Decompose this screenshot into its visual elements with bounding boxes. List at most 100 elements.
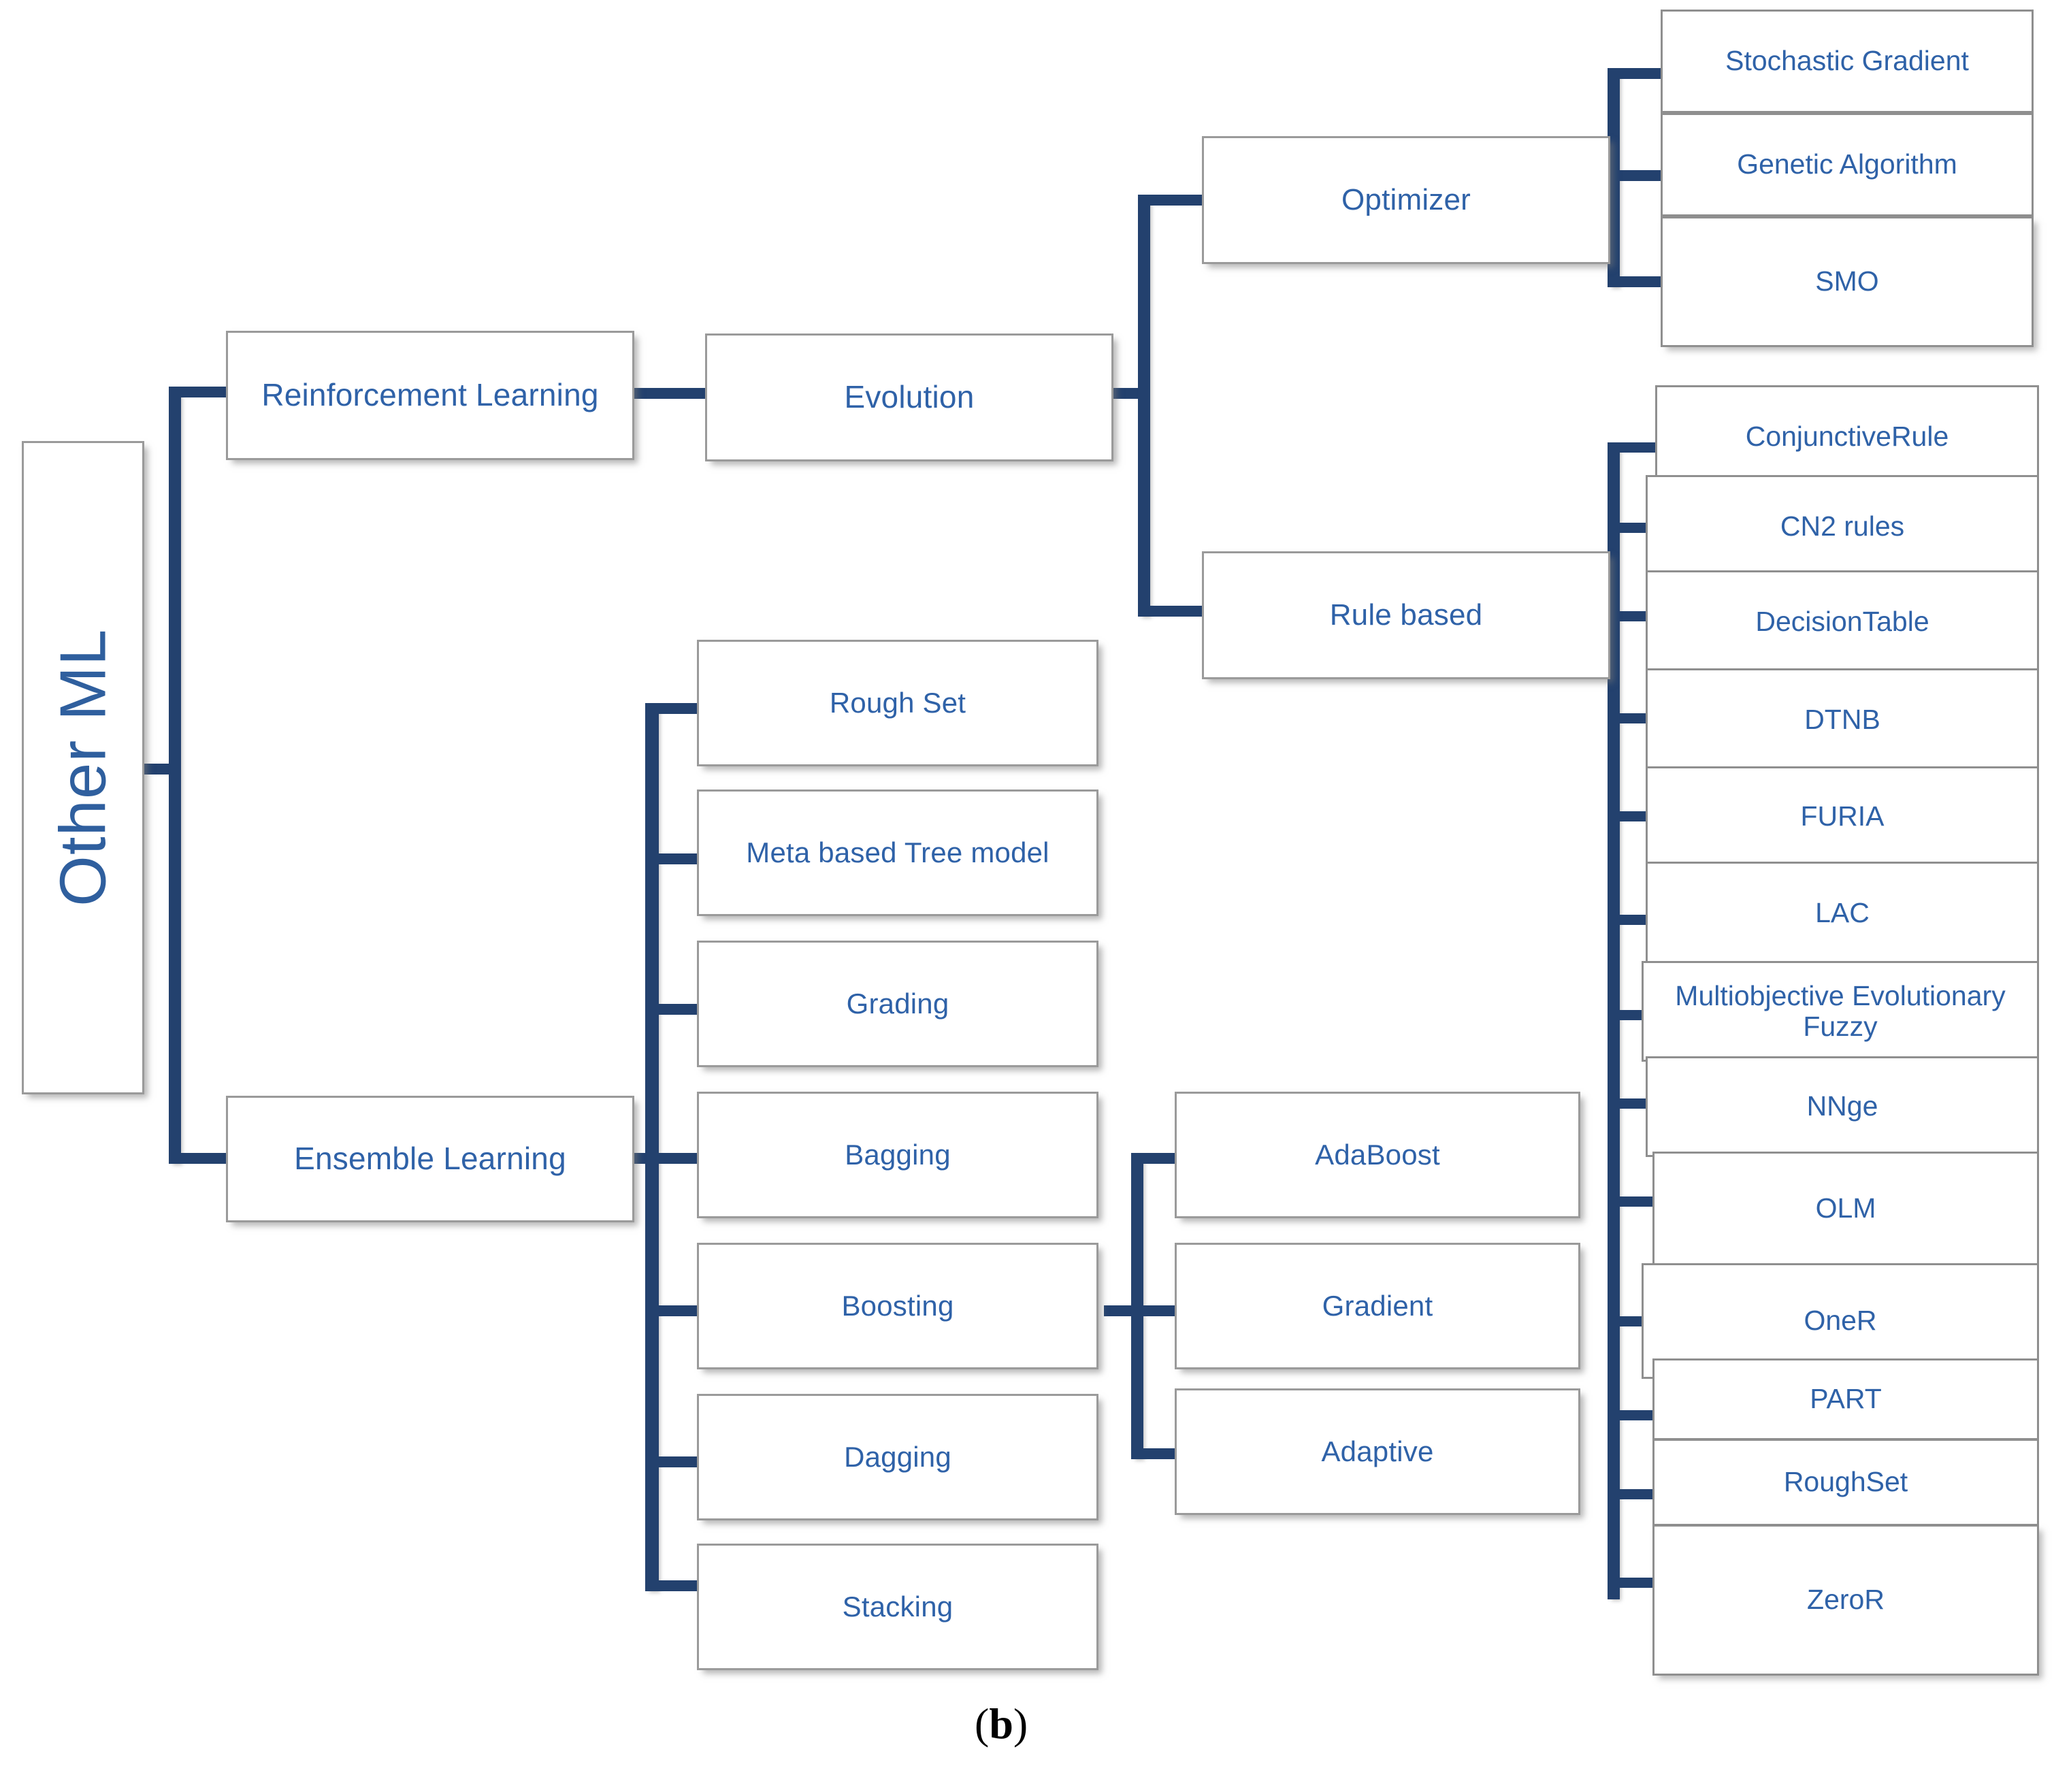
connector-rulebased-branch-12: [1608, 1489, 1657, 1499]
node-multiobjective-evolutionary-fuzzy-label: Multiobjective Evolutionary Fuzzy: [1675, 979, 2006, 1042]
node-stacking[interactable]: Stacking: [697, 1544, 1098, 1670]
connector-optimizer-to-smo: [1608, 276, 1662, 287]
node-olm[interactable]: OLM: [1652, 1152, 2039, 1266]
node-grading-label: Grading: [846, 988, 949, 1020]
node-genetic-algorithm-label: Genetic Algorithm: [1737, 148, 1957, 180]
node-meta-based-tree-model-label: Meta based Tree model: [746, 836, 1049, 869]
connector-el-to-stacking: [645, 1580, 700, 1591]
node-boosting-label: Boosting: [841, 1290, 954, 1322]
node-meta-based-tree-model[interactable]: Meta based Tree model: [697, 789, 1098, 916]
connector-root-to-el: [169, 1153, 230, 1164]
connector-evolution-to-rulebased: [1138, 606, 1206, 617]
caption-open-paren: (: [975, 1699, 990, 1748]
connector-el-to-dagging: [645, 1456, 700, 1467]
node-adaboost[interactable]: AdaBoost: [1175, 1092, 1580, 1218]
node-adaptive-label: Adaptive: [1321, 1435, 1434, 1468]
node-reinforcement-learning-label: Reinforcement Learning: [261, 377, 599, 413]
connector-boosting-to-adaptive: [1131, 1448, 1186, 1459]
connector-el-spine: [645, 703, 659, 1591]
node-lac-label: LAC: [1815, 897, 1870, 929]
caption-letter: b: [989, 1699, 1013, 1748]
connector-el-to-roughset: [645, 703, 700, 714]
node-conjunctiverule[interactable]: ConjunctiveRule: [1655, 385, 2039, 489]
node-boosting[interactable]: Boosting: [697, 1243, 1098, 1369]
figure-caption: (b): [975, 1699, 1028, 1749]
connector-rl-to-evolution: [634, 388, 709, 399]
node-root-label: Other ML: [46, 628, 120, 907]
connector-root-spine: [169, 387, 181, 1164]
node-decisiontable[interactable]: DecisionTable: [1646, 570, 2039, 674]
connector-rulebased-branch-11: [1608, 1410, 1657, 1420]
node-bagging[interactable]: Bagging: [697, 1092, 1098, 1218]
node-dagging-label: Dagging: [844, 1441, 951, 1473]
node-optimizer[interactable]: Optimizer: [1202, 136, 1610, 264]
node-ensemble-learning[interactable]: Ensemble Learning: [226, 1096, 634, 1222]
node-smo-label: SMO: [1815, 265, 1879, 297]
node-rough-set-label: Rough Set: [829, 687, 966, 719]
node-roughset-label: RoughSet: [1783, 1466, 1908, 1498]
node-gradient-label: Gradient: [1322, 1290, 1433, 1322]
connector-rulebased-branch-6: [1608, 915, 1657, 925]
node-genetic-algorithm[interactable]: Genetic Algorithm: [1661, 113, 2034, 216]
node-reinforcement-learning[interactable]: Reinforcement Learning: [226, 331, 634, 460]
node-decisiontable-label: DecisionTable: [1755, 606, 1929, 638]
caption-close-paren: ): [1013, 1699, 1028, 1748]
node-gradient[interactable]: Gradient: [1175, 1243, 1580, 1369]
connector-rulebased-branch-2: [1608, 523, 1657, 533]
connector-optimizer-to-sgd: [1608, 68, 1662, 79]
node-stacking-label: Stacking: [842, 1591, 953, 1623]
connector-el-to-boosting: [645, 1305, 700, 1316]
node-nnge-label: NNge: [1806, 1090, 1878, 1122]
connector-rulebased-branch-8: [1608, 1098, 1657, 1109]
node-dagging[interactable]: Dagging: [697, 1394, 1098, 1520]
connector-boosting-to-adaboost: [1131, 1153, 1186, 1164]
node-stochastic-gradient[interactable]: Stochastic Gradient: [1661, 10, 2034, 113]
node-rule-based[interactable]: Rule based: [1202, 551, 1610, 679]
node-adaboost-label: AdaBoost: [1315, 1139, 1440, 1171]
node-stochastic-gradient-label: Stochastic Gradient: [1725, 45, 1969, 77]
node-dtnb[interactable]: DTNB: [1646, 668, 2039, 772]
node-multiobjective-evolutionary-fuzzy[interactable]: Multiobjective Evolutionary Fuzzy: [1642, 961, 2039, 1062]
node-cn2-rules[interactable]: CN2 rules: [1646, 475, 2039, 579]
connector-boosting-to-gradient: [1131, 1305, 1186, 1316]
connector-el-to-bagging: [645, 1153, 700, 1164]
node-oner-label: OneR: [1804, 1305, 1877, 1337]
node-rule-based-label: Rule based: [1329, 598, 1483, 632]
connector-rulebased-branch-1: [1608, 442, 1657, 453]
connector-rulebased-branch-3: [1608, 611, 1657, 621]
node-ensemble-learning-label: Ensemble Learning: [294, 1141, 566, 1177]
connector-rulebased-branch-13: [1608, 1578, 1657, 1588]
node-zeror[interactable]: ZeroR: [1652, 1525, 2039, 1676]
connector-rulebased-branch-9: [1608, 1196, 1657, 1207]
node-nnge[interactable]: NNge: [1646, 1056, 2039, 1157]
node-optimizer-label: Optimizer: [1341, 183, 1471, 217]
connector-evolution-to-optimizer: [1138, 195, 1206, 206]
node-conjunctiverule-label: ConjunctiveRule: [1745, 421, 1949, 453]
node-adaptive[interactable]: Adaptive: [1175, 1388, 1580, 1515]
node-olm-label: OLM: [1815, 1192, 1876, 1224]
node-evolution[interactable]: Evolution: [705, 333, 1113, 461]
node-furia-label: FURIA: [1800, 800, 1885, 832]
node-zeror-label: ZeroR: [1807, 1584, 1885, 1616]
node-lac[interactable]: LAC: [1646, 862, 2039, 965]
node-evolution-label: Evolution: [844, 379, 975, 415]
node-bagging-label: Bagging: [845, 1139, 951, 1171]
node-rough-set[interactable]: Rough Set: [697, 640, 1098, 766]
connector-el-to-metatree: [645, 853, 700, 864]
node-part-label: PART: [1810, 1383, 1882, 1415]
connector-el-to-grading: [645, 1004, 700, 1015]
node-grading[interactable]: Grading: [697, 941, 1098, 1067]
node-cn2-rules-label: CN2 rules: [1780, 510, 1905, 542]
node-dtnb-label: DTNB: [1804, 704, 1880, 736]
node-part[interactable]: PART: [1652, 1358, 2039, 1440]
connector-rulebased-branch-4: [1608, 713, 1657, 723]
connector-rulebased-spine: [1608, 442, 1620, 1599]
node-roughset[interactable]: RoughSet: [1652, 1439, 2039, 1526]
connector-root-to-rl: [169, 387, 230, 397]
node-furia[interactable]: FURIA: [1646, 766, 2039, 867]
connector-evolution-spine: [1138, 195, 1150, 617]
connector-rulebased-branch-5: [1608, 811, 1657, 821]
node-smo[interactable]: SMO: [1661, 216, 2034, 347]
node-root-other-ml[interactable]: Other ML: [22, 441, 144, 1094]
